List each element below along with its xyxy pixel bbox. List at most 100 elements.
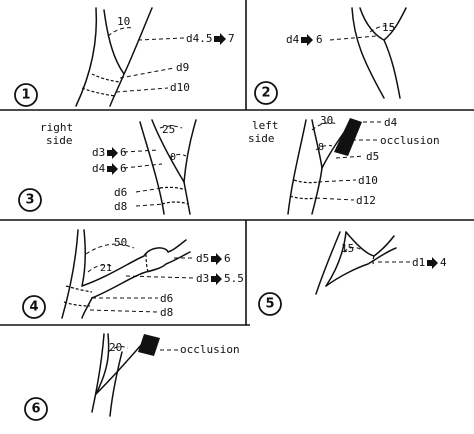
p3-right-side-line2: side xyxy=(46,134,73,147)
p1-branch-outer-right xyxy=(123,7,153,75)
p3r-small-arc xyxy=(169,153,187,159)
panel-3-left-side: left side 30 8 d4 occlusion d5 d10 d12 xyxy=(248,114,440,215)
p3r-cross-section-upper xyxy=(159,186,187,191)
p4-angle2-label: 21 xyxy=(100,263,112,274)
p2-arrow-icon xyxy=(301,34,313,46)
p4-d1-label: d5 xyxy=(196,252,209,265)
p6-occlusion-block xyxy=(138,334,160,356)
p4-arrow2-icon xyxy=(211,273,222,285)
p3l-trunk-right-wall xyxy=(311,167,323,215)
p3r-leader-d2 xyxy=(123,163,163,169)
p6-trunk-right-wall xyxy=(109,351,123,417)
p4-leader-d4 xyxy=(89,309,159,313)
p3r-angle-label: 25 xyxy=(162,123,175,136)
p4-branch-inner xyxy=(81,229,87,287)
p6-angle-label: 20 xyxy=(109,341,122,354)
p5-cross-section xyxy=(372,255,375,267)
p3-number-circle xyxy=(18,188,42,212)
p4-d3-label: d6 xyxy=(160,292,173,305)
p6-number: 6 xyxy=(31,402,40,417)
p3l-small-arc xyxy=(315,145,333,151)
p3r-arrow1-icon xyxy=(107,147,118,159)
p6-branch-right-wall xyxy=(95,343,143,395)
panel-5: 15 d1 4 5 xyxy=(258,231,447,316)
p1-vessel-left-wall xyxy=(75,7,98,107)
p5-angle-label: 15 xyxy=(341,242,354,255)
p3r-arrow2-icon xyxy=(107,163,118,175)
p3r-leader-d3 xyxy=(135,187,163,193)
p6-number-circle xyxy=(24,397,48,421)
p4-number: 4 xyxy=(29,300,38,315)
p1-d-change-to-label: 7 xyxy=(228,32,235,45)
p3-right-side-line1: right xyxy=(40,121,73,134)
p2-branch-outer-right xyxy=(383,7,407,41)
panel-3-right-side: right side 25 0 d3 6 d4 6 d6 d8 3 xyxy=(18,119,197,215)
p3l-vessel-left-wall xyxy=(287,119,307,215)
p3r-vessel-left-wall xyxy=(139,121,165,215)
p3r-branch-outer-right xyxy=(183,119,197,183)
panel-6: 20 occlusion 6 xyxy=(24,333,240,421)
p3r-leader-d4 xyxy=(135,203,165,207)
p1-leader-d-a xyxy=(119,67,175,79)
p4-trunk-right-wall xyxy=(81,297,93,319)
p4-leader-d2 xyxy=(125,275,195,279)
p1-angle-label: 10 xyxy=(117,15,130,28)
p5-branch-inner xyxy=(325,231,347,287)
p4-d4-label: d8 xyxy=(160,306,173,319)
p4-number-circle xyxy=(22,295,46,319)
p3r-leader-d1 xyxy=(123,149,159,153)
p1-angle-arc xyxy=(107,27,135,37)
p5-number-circle xyxy=(258,292,282,316)
p2-number-circle xyxy=(254,81,278,105)
p3r-d4-label: d8 xyxy=(114,200,127,213)
p3r-d3-label: d6 xyxy=(114,186,127,199)
p2-number: 2 xyxy=(261,86,270,101)
p5-d1-to-label: 4 xyxy=(440,256,447,269)
p3r-d2-to-label: 6 xyxy=(120,162,127,175)
p1-cross-section-lower xyxy=(81,87,117,97)
p3l-d2-label: d5 xyxy=(366,150,379,163)
p5-vessel-left-wall xyxy=(315,231,341,295)
p5-branch-lower-wall xyxy=(325,247,397,287)
p3l-occlusion-block xyxy=(334,118,362,156)
p2-d-change-to-label: 6 xyxy=(316,33,323,46)
p5-number: 5 xyxy=(265,297,274,312)
p2-leader xyxy=(329,35,377,41)
p5-arrow-icon xyxy=(427,257,438,269)
p1-cross-section-upper xyxy=(91,73,121,83)
p4-branch-upper-wall xyxy=(81,239,187,287)
p3l-branch-inner xyxy=(311,119,323,169)
p1-branch-inner xyxy=(103,9,125,75)
p4-d1-to-label: 6 xyxy=(224,252,231,265)
p3r-d1-to-label: 6 xyxy=(120,146,127,159)
p2-branch-inner xyxy=(359,7,385,41)
p3l-d3-label: d10 xyxy=(358,174,378,187)
p6-vessel-left-wall xyxy=(91,333,105,413)
p6-branch-inner xyxy=(95,333,110,395)
p3l-occlusion-label: occlusion xyxy=(380,134,440,147)
p4-cross-section-stenosis xyxy=(145,253,149,273)
p3l-angle-arc xyxy=(311,122,339,131)
panel-4: 50 21 d5 6 d3 5.5 d6 d8 4 xyxy=(22,229,244,319)
p3l-d1-label: d4 xyxy=(384,116,398,129)
panel-2: 15 d4 6 2 xyxy=(254,7,407,105)
p3l-leader-d3 xyxy=(317,179,357,183)
p3-left-side-line2: side xyxy=(248,132,275,145)
p4-vessel-left-wall xyxy=(61,229,79,319)
p1-arrow-icon xyxy=(214,33,226,45)
p4-cross-section-upper xyxy=(65,285,93,293)
p3l-leader-d2 xyxy=(335,155,365,159)
p2-trunk-right-wall xyxy=(383,39,401,99)
p3r-trunk-right-wall xyxy=(183,181,191,215)
p2-angle-label: 15 xyxy=(382,21,395,34)
panel-1: 10 d4.5 7 d9 d10 1 xyxy=(14,7,235,107)
p1-leader-d-b xyxy=(115,87,169,93)
p2-d-change-label: d4 xyxy=(286,33,300,46)
p3l-small-angle-label: 8 xyxy=(318,142,324,153)
p1-d-change-label: d4.5 xyxy=(186,32,213,45)
p3r-d2-label: d4 xyxy=(92,162,106,175)
p3r-cross-section-lower xyxy=(161,201,189,205)
p1-number-circle xyxy=(14,83,38,107)
p4-angle1-label: 50 xyxy=(114,236,127,249)
